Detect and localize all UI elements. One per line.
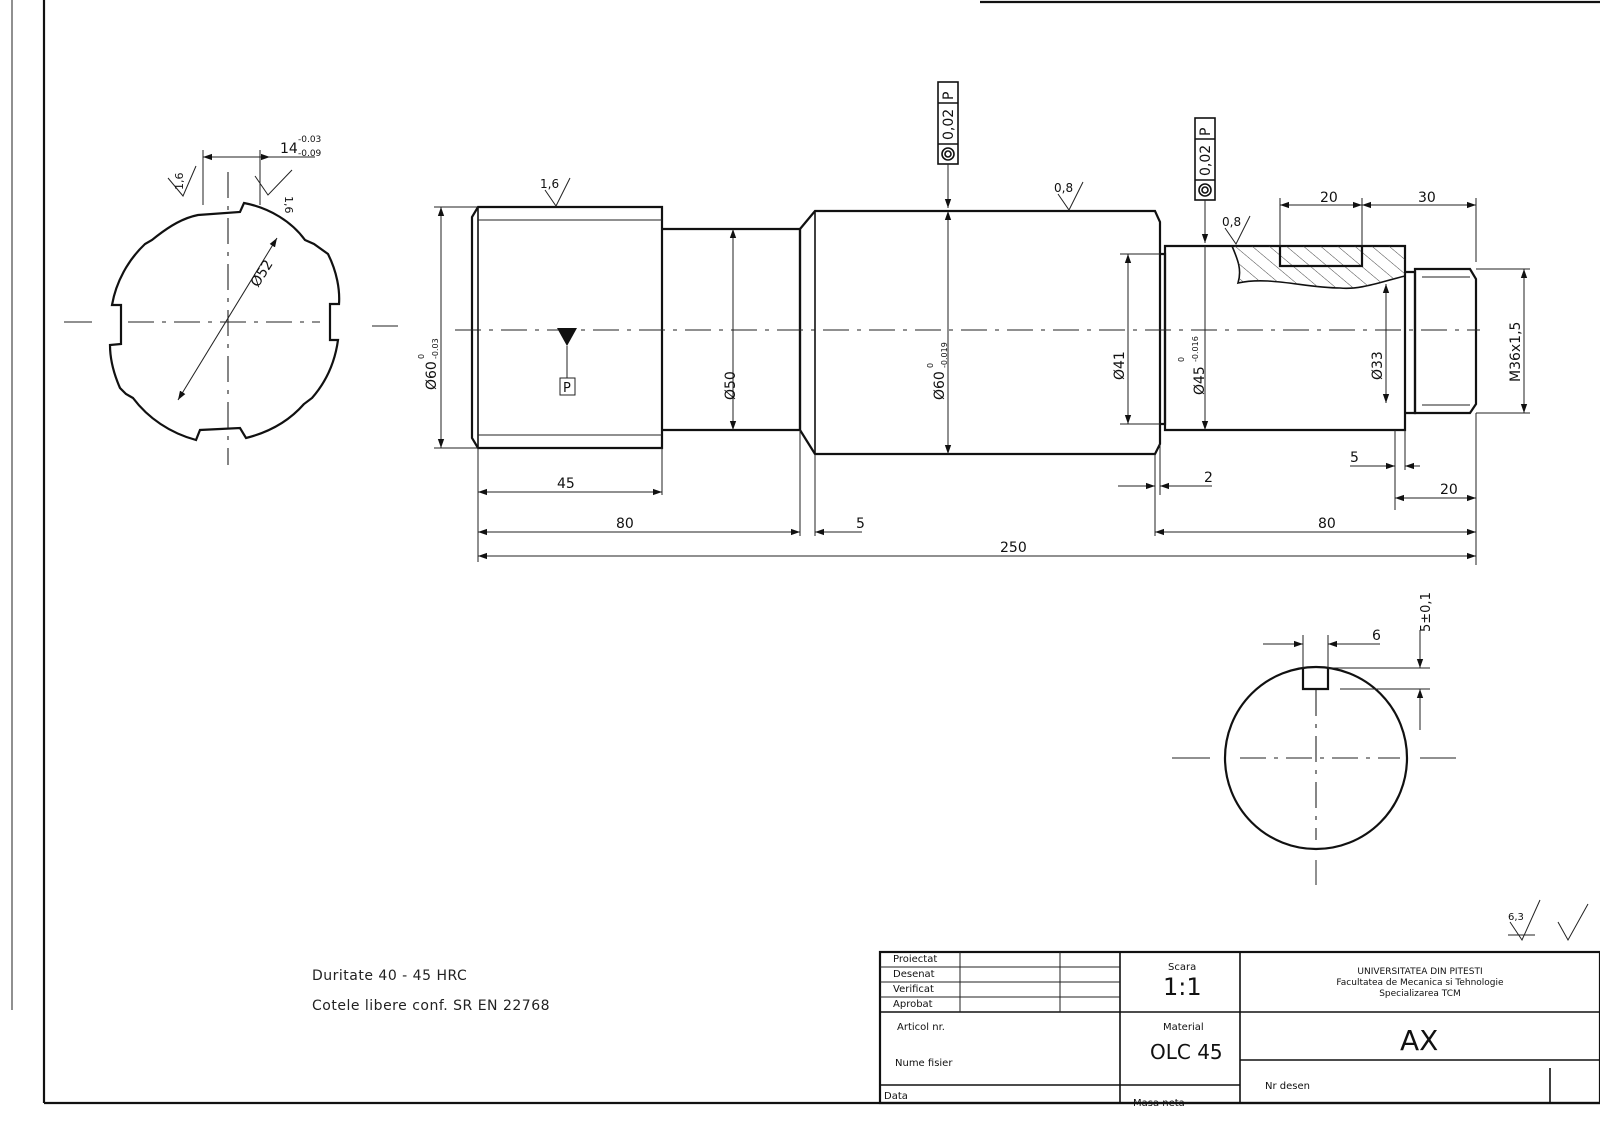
role-desenat: Desenat	[893, 969, 935, 980]
spline-diameter-dim: Ø52	[248, 257, 277, 290]
scale-value: 1:1	[1163, 973, 1202, 1001]
spline-section-view	[64, 150, 398, 465]
dim-d60-left-tol-low: -0.03	[431, 338, 440, 359]
dim-d60-left-tol-up: 0	[417, 354, 426, 359]
dim-d33: Ø33	[1370, 351, 1386, 380]
dim-len-250: 250	[1000, 540, 1027, 556]
dim-len-5-left: 5	[856, 516, 865, 532]
dim-d60-mid-tol-up: 0	[926, 363, 935, 368]
material-label: Material	[1163, 1022, 1204, 1033]
datum-box	[559, 377, 576, 396]
spline-width-dim: 14	[280, 141, 298, 157]
dim-key-length: 20	[1320, 190, 1338, 206]
institution-block: UNIVERSITATEA DIN PITESTI Facultatea de …	[1240, 967, 1600, 1000]
roughness-d60-left: 1,6	[540, 177, 559, 191]
article-label: Articol nr.	[897, 1022, 945, 1033]
dim-d60-mid-tol-low: -0.019	[940, 342, 949, 368]
runout-value-mid: 0,02	[941, 109, 957, 140]
datum-label: P	[563, 381, 571, 396]
roughness-spline-left: 1,6	[173, 173, 186, 191]
date-label: Data	[884, 1091, 908, 1102]
dim-len-20-thread: 20	[1440, 482, 1458, 498]
part-title: AX	[1400, 1024, 1439, 1057]
dim-key-width: 6	[1372, 628, 1381, 644]
dim-d60-mid: Ø60	[932, 371, 948, 400]
dim-d45-tol-up: 0	[1177, 357, 1186, 362]
general-roughness-symbol	[1508, 899, 1589, 942]
runout-datum-mid: P	[941, 92, 957, 100]
roughness-d60-mid: 0,8	[1054, 181, 1073, 195]
dim-d60-left: Ø60	[424, 361, 440, 390]
file-name-label: Nume fisier	[895, 1058, 953, 1069]
dim-len-5-right: 5	[1350, 450, 1359, 466]
specialization-name: Specializarea TCM	[1379, 989, 1461, 999]
runout-frame-mid	[937, 81, 959, 208]
shaft-side-view	[455, 205, 1480, 456]
drawing-number-label: Nr desen	[1265, 1081, 1310, 1092]
role-verificat: Verificat	[893, 984, 934, 995]
runout-datum-right: P	[1198, 128, 1214, 136]
role-aprobat: Aprobat	[893, 999, 933, 1010]
mass-label: Masa neta	[1133, 1098, 1185, 1109]
university-name: UNIVERSITATEA DIN PITESTI	[1357, 967, 1483, 977]
title-block-roles: Proiectat Desenat Verificat Aprobat	[893, 952, 937, 1012]
dim-d41: Ø41	[1112, 351, 1128, 380]
dim-thread: M36x1,5	[1508, 322, 1524, 382]
dim-d45-tol-low: -0.016	[1191, 336, 1200, 362]
runout-frame-right	[1194, 117, 1216, 243]
dim-len-2: 2	[1204, 470, 1213, 486]
tolerance-note: Cotele libere conf. SR EN 22768	[312, 998, 551, 1014]
datum-triangle	[557, 328, 577, 346]
title-block-frame	[878, 950, 1600, 1105]
keyway-section-view	[1172, 630, 1456, 885]
hardness-note: Duritate 40 - 45 HRC	[312, 968, 468, 984]
material-value: OLC 45	[1150, 1040, 1223, 1064]
dim-d50: Ø50	[723, 371, 739, 400]
dim-len-80-left: 80	[616, 516, 634, 532]
scale-label: Scara	[1168, 962, 1197, 973]
general-roughness-value: 6,3	[1508, 912, 1524, 923]
roughness-spline-right: 1,6	[282, 196, 295, 214]
spline-tol-lower: -0.09	[298, 149, 322, 159]
dim-d45: Ø45	[1192, 366, 1208, 395]
faculty-name: Facultatea de Mecanica si Tehnologie	[1336, 978, 1504, 988]
dim-key-depth: 5±0,1	[1419, 592, 1434, 632]
roughness-d45: 0,8	[1222, 215, 1241, 229]
dim-len-45: 45	[557, 476, 575, 492]
role-proiectat: Proiectat	[893, 954, 938, 965]
runout-value-right: 0,02	[1198, 145, 1214, 176]
dim-key-position: 30	[1418, 190, 1436, 206]
spline-tol-upper: -0.03	[298, 135, 321, 145]
dim-len-80-right: 80	[1318, 516, 1336, 532]
